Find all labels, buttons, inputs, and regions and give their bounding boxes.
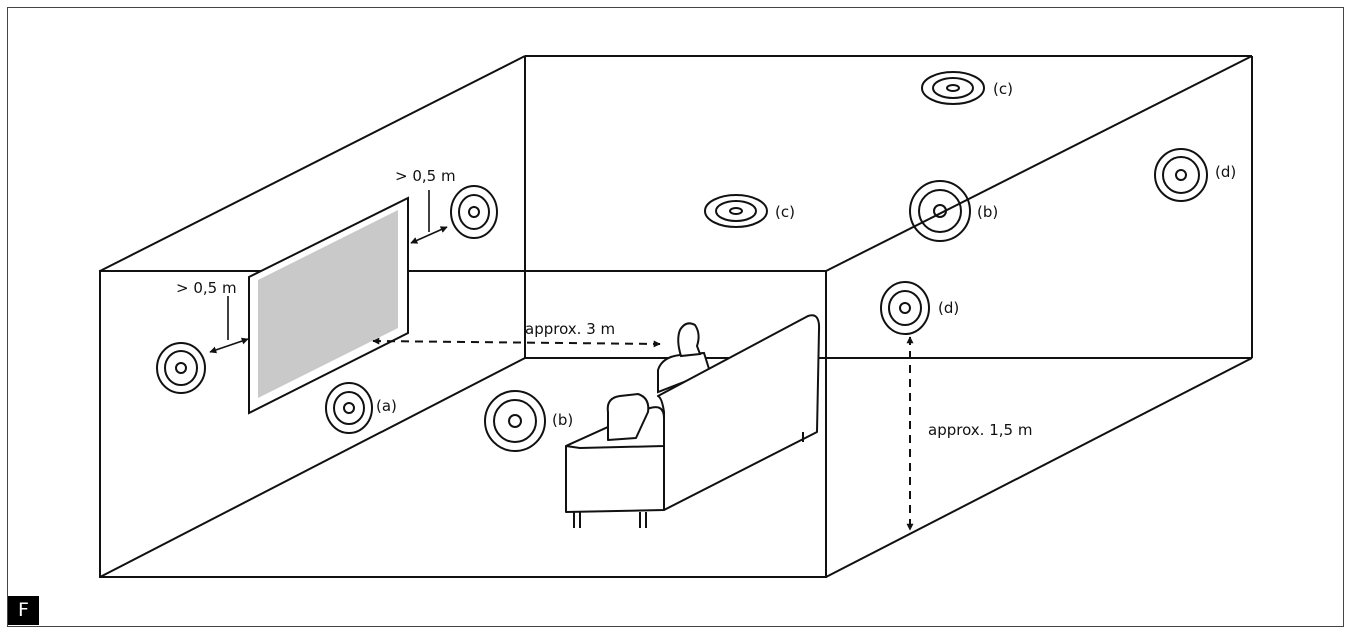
figure-corner-tag: F [8,596,39,625]
sofa [565,314,821,528]
screen-panel [258,210,398,398]
speaker-d-lower-label: (d) [938,299,959,317]
speaker-c-top-label: (c) [993,80,1013,98]
speaker-a [325,382,373,434]
gap-left-label: > 0,5 m [176,279,237,297]
speaker-left-wall [156,342,206,394]
person [657,322,712,394]
sofa-back [657,314,821,511]
speaker-d-right-label: (d) [1215,163,1236,181]
speaker-b-wall [909,180,971,242]
speaker-d-lower [880,281,930,335]
top-right-edge [825,55,1253,272]
room-outline [99,55,1253,578]
speaker-b-wall-label: (b) [977,203,998,221]
gap-right-label: > 0,5 m [395,167,456,185]
speaker-a-label: (a) [376,397,397,415]
speaker-b-floor-label: (b) [552,411,573,429]
bottom-left-edge [99,357,526,578]
tv-screen [248,196,409,415]
top-left-edge [99,55,526,272]
bottom-right-edge [825,357,1253,578]
dimension-arrows [372,336,914,531]
speaker-top-left-wall [450,185,498,239]
speaker-d-right [1154,148,1208,202]
speaker-b-floor [484,390,546,452]
sofa-armrest [606,393,650,441]
distance-label: approx. 3 m [525,320,615,338]
gap-markers [209,190,448,354]
distance-arrow [372,337,661,348]
person-head [677,322,702,358]
gap-right-arrow [410,226,448,244]
height-label: approx. 1,5 m [928,421,1032,439]
gap-left-arrow [209,337,249,354]
speaker-c-mid-label: (c) [775,203,795,221]
speaker-c-mid [704,194,768,228]
speaker-c-top [921,71,985,105]
